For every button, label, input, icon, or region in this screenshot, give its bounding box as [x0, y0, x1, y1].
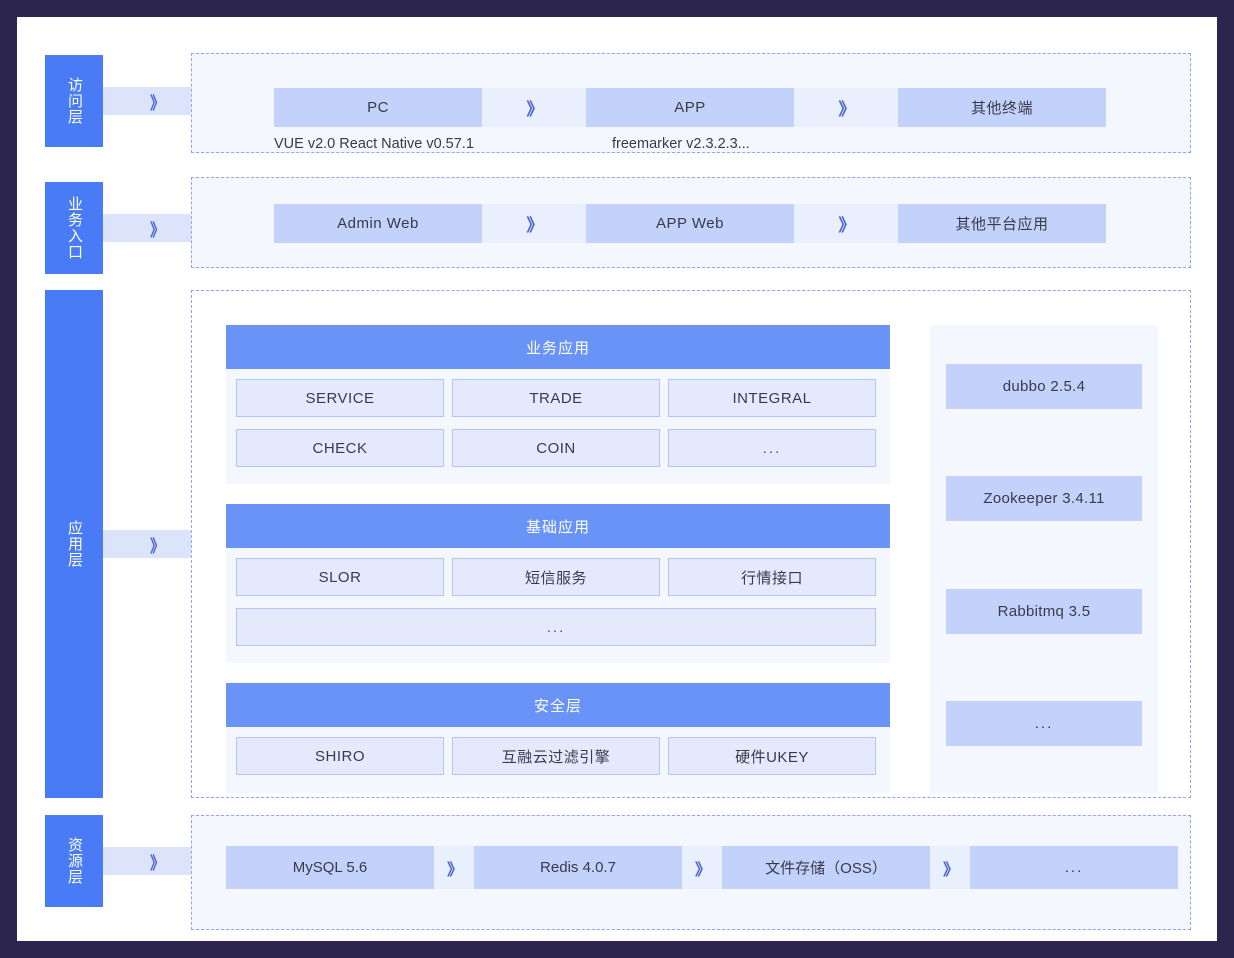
- cell-sms-service-label: 短信服务: [524, 569, 587, 587]
- diagram-canvas: 访问层 》 PC 》 APP 》 其他终端 VUE v2.0 React Nat…: [17, 17, 1217, 941]
- chevron-double-right-icon: 》: [149, 93, 164, 113]
- cell-filter-engine[interactable]: 互融云过滤引擎: [452, 737, 660, 775]
- cell-trade-label: TRADE: [529, 389, 583, 407]
- cell-market-interface-label: 行情接口: [740, 569, 803, 587]
- access-note-app: freemarker v2.3.2.3...: [612, 136, 750, 152]
- layer-tab-access-label: 访问层: [66, 77, 83, 125]
- business-chip-admin-web[interactable]: Admin Web: [274, 204, 482, 243]
- middleware-item-more-label: ...: [1034, 715, 1054, 732]
- cell-coin[interactable]: COIN: [452, 429, 660, 467]
- middleware-item-dubbo-label: dubbo 2.5.4: [1002, 378, 1086, 395]
- cell-integral[interactable]: INTEGRAL: [668, 379, 876, 417]
- resource-chip-file-storage-label: 文件存储（OSS）: [765, 860, 887, 877]
- group-basic-applications-title: 基础应用: [525, 518, 590, 536]
- group-security-header: 安全层: [226, 683, 890, 727]
- resource-connector-3: 》: [930, 846, 970, 889]
- access-note-pc: VUE v2.0 React Native v0.57.1: [274, 136, 474, 152]
- chevron-double-right-icon: 》: [942, 861, 959, 879]
- cell-trade[interactable]: TRADE: [452, 379, 660, 417]
- group-security-title: 安全层: [533, 697, 582, 715]
- middleware-item-zookeeper[interactable]: Zookeeper 3.4.11: [946, 476, 1142, 521]
- middleware-item-zookeeper-label: Zookeeper 3.4.11: [983, 490, 1105, 507]
- access-connector-2: 》: [794, 88, 898, 127]
- cell-filter-engine-label: 互融云过滤引擎: [501, 748, 611, 766]
- layer-tab-application-label: 应用层: [66, 520, 83, 568]
- chevron-double-right-icon: 》: [694, 861, 711, 879]
- access-chip-other-terminal[interactable]: 其他终端: [898, 88, 1106, 127]
- resource-chip-redis-label: Redis 4.0.7: [540, 859, 616, 876]
- layer-tab-application: 应用层: [45, 290, 103, 798]
- access-layer-container: PC 》 APP 》 其他终端 VUE v2.0 React Native v0…: [191, 53, 1191, 153]
- business-connector-2: 》: [794, 204, 898, 243]
- business-chip-admin-web-label: Admin Web: [337, 215, 419, 232]
- cell-service-label: SERVICE: [305, 389, 375, 407]
- group-business-applications-header: 业务应用: [226, 325, 890, 369]
- resource-chip-more-label: ...: [1064, 859, 1084, 876]
- cell-service[interactable]: SERVICE: [236, 379, 444, 417]
- resource-chip-mysql[interactable]: MySQL 5.6: [226, 846, 434, 889]
- cell-integral-label: INTEGRAL: [732, 389, 812, 407]
- chevron-double-right-icon: 》: [838, 216, 856, 235]
- layer-tab-resource: 资源层: [45, 815, 103, 907]
- layer-tab-access: 访问层: [45, 55, 103, 147]
- resource-chip-more[interactable]: ...: [970, 846, 1178, 889]
- middleware-item-dubbo[interactable]: dubbo 2.5.4: [946, 364, 1142, 409]
- business-entry-layer-container: Admin Web 》 APP Web 》 其他平台应用: [191, 177, 1191, 268]
- access-connector-1: 》: [482, 88, 586, 127]
- chevron-double-right-icon: 》: [526, 100, 544, 119]
- cell-shiro[interactable]: SHIRO: [236, 737, 444, 775]
- cell-check-label: CHECK: [312, 439, 368, 457]
- application-layer-container: 业务应用 SERVICE TRADE INTEGRAL CHECK COIN .…: [191, 290, 1191, 798]
- business-chip-other-platform[interactable]: 其他平台应用: [898, 204, 1106, 243]
- resource-chip-file-storage[interactable]: 文件存储（OSS）: [722, 846, 930, 889]
- cell-hardware-ukey-label: 硬件UKEY: [735, 748, 809, 766]
- middleware-panel: dubbo 2.5.4 Zookeeper 3.4.11 Rabbitmq 3.…: [930, 325, 1158, 793]
- resource-chip-mysql-label: MySQL 5.6: [292, 859, 368, 876]
- chevron-double-right-icon: 》: [446, 861, 463, 879]
- cell-business-more-label: ...: [762, 439, 782, 457]
- group-basic-applications: 基础应用 SLOR 短信服务 行情接口 ...: [226, 504, 890, 663]
- resource-connector-1: 》: [434, 846, 474, 889]
- cell-sms-service[interactable]: 短信服务: [452, 558, 660, 596]
- access-chip-other-terminal-label: 其他终端: [970, 100, 1033, 117]
- cell-basic-more[interactable]: ...: [236, 608, 876, 646]
- middleware-item-rabbitmq[interactable]: Rabbitmq 3.5: [946, 589, 1142, 634]
- group-business-applications: 业务应用 SERVICE TRADE INTEGRAL CHECK COIN .…: [226, 325, 890, 484]
- access-chip-pc-label: PC: [367, 99, 389, 116]
- chevron-double-right-icon: 》: [838, 100, 856, 119]
- chevron-double-right-icon: 》: [149, 853, 164, 873]
- business-chip-other-platform-label: 其他平台应用: [955, 216, 1049, 233]
- cell-market-interface[interactable]: 行情接口: [668, 558, 876, 596]
- cell-coin-label: COIN: [536, 439, 576, 457]
- business-chip-app-web[interactable]: APP Web: [586, 204, 794, 243]
- group-security: 安全层 SHIRO 互融云过滤引擎 硬件UKEY: [226, 683, 890, 793]
- cell-slor-label: SLOR: [318, 568, 362, 586]
- chevron-double-right-icon: 》: [149, 536, 164, 556]
- cell-shiro-label: SHIRO: [314, 747, 365, 765]
- resource-connector-2: 》: [682, 846, 722, 889]
- cell-check[interactable]: CHECK: [236, 429, 444, 467]
- access-chip-app-label: APP: [674, 99, 706, 116]
- chevron-double-right-icon: 》: [149, 220, 164, 240]
- cell-basic-more-label: ...: [546, 618, 566, 636]
- group-basic-applications-header: 基础应用: [226, 504, 890, 548]
- cell-hardware-ukey[interactable]: 硬件UKEY: [668, 737, 876, 775]
- business-connector-1: 》: [482, 204, 586, 243]
- chevron-double-right-icon: 》: [526, 216, 544, 235]
- resource-chip-redis[interactable]: Redis 4.0.7: [474, 846, 682, 889]
- cell-slor[interactable]: SLOR: [236, 558, 444, 596]
- group-business-applications-title: 业务应用: [525, 339, 590, 357]
- cell-business-more[interactable]: ...: [668, 429, 876, 467]
- resource-layer-container: MySQL 5.6 》 Redis 4.0.7 》 文件存储（OSS） 》 ..…: [191, 815, 1191, 930]
- middleware-item-rabbitmq-label: Rabbitmq 3.5: [997, 603, 1091, 620]
- business-chip-app-web-label: APP Web: [656, 215, 724, 232]
- layer-tab-resource-label: 资源层: [66, 837, 83, 885]
- layer-tab-business-entry: 业务入口: [45, 182, 103, 274]
- access-chip-app[interactable]: APP: [586, 88, 794, 127]
- access-chip-pc[interactable]: PC: [274, 88, 482, 127]
- layer-tab-business-entry-label: 业务入口: [66, 196, 83, 260]
- middleware-item-more[interactable]: ...: [946, 701, 1142, 746]
